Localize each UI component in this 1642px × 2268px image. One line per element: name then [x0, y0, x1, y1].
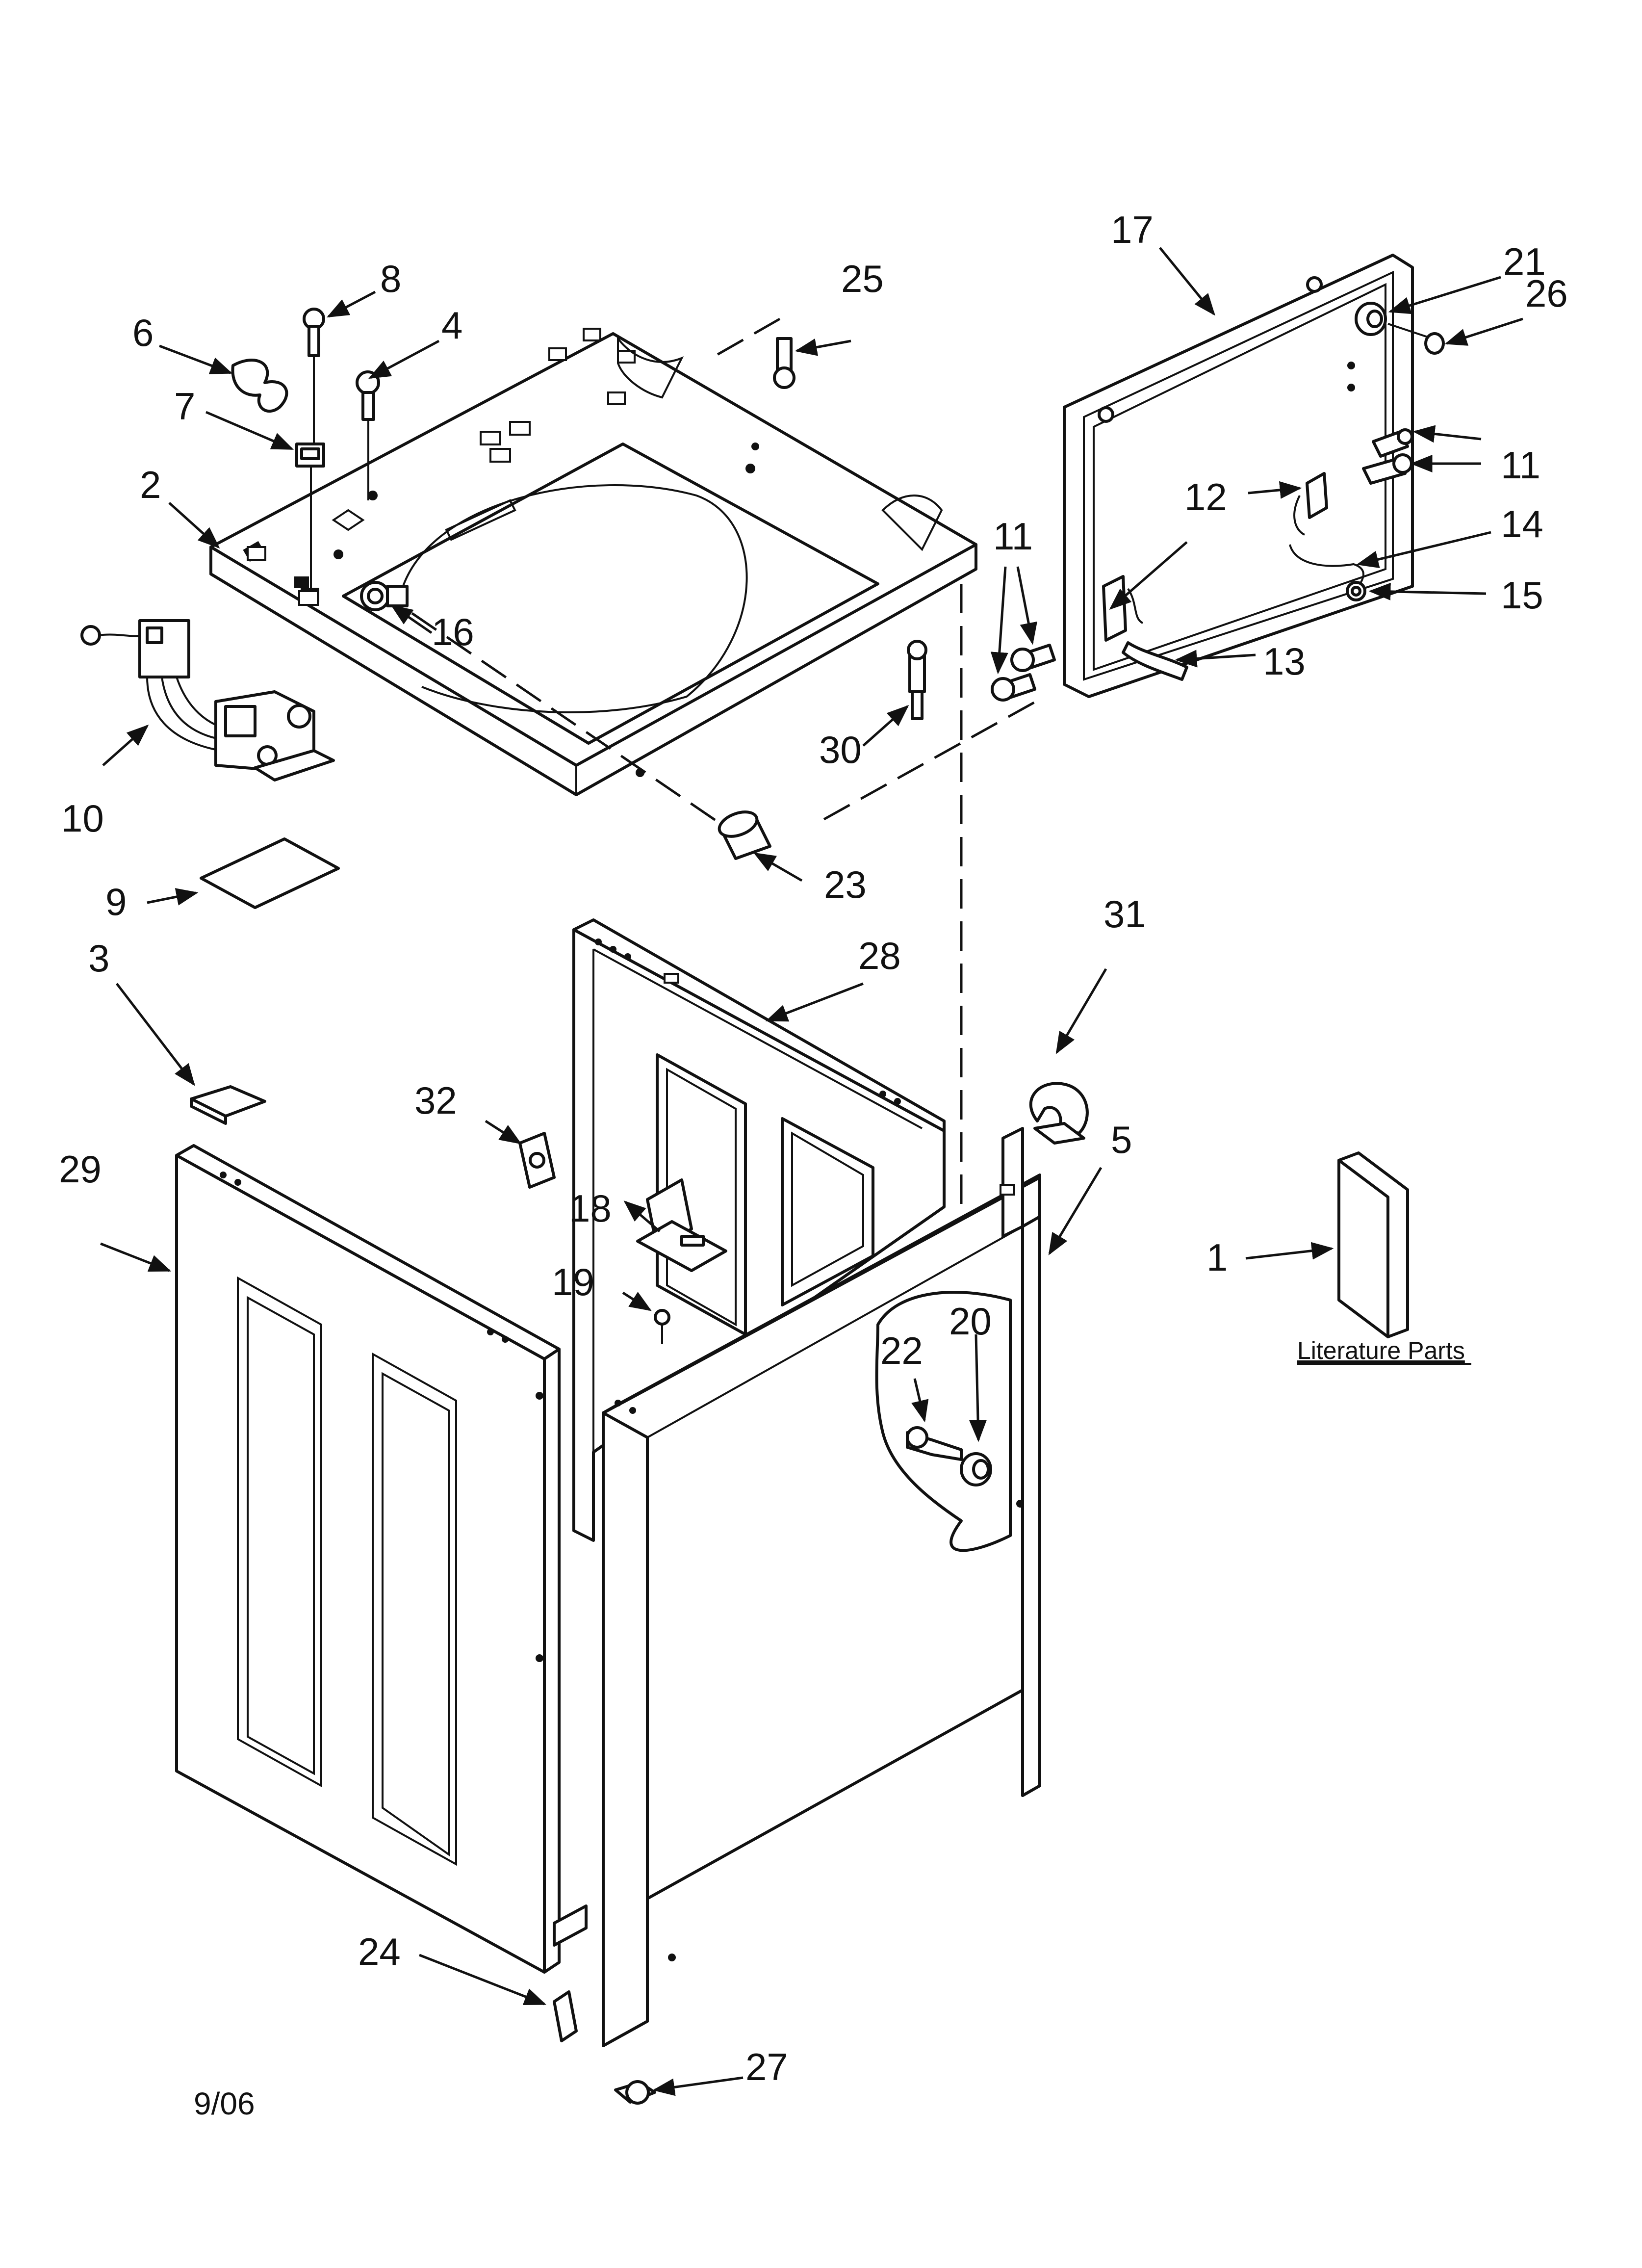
callout-22: 22 [880, 1329, 923, 1372]
alignment-lines [411, 317, 1046, 1231]
clip-32 [518, 1132, 556, 1189]
literature-parts-label: Literature Parts [1297, 1337, 1465, 1364]
washer-label-sheet [200, 837, 340, 909]
pin-30 [907, 640, 927, 720]
callout-25: 25 [841, 257, 884, 300]
ground-wire-14 [1289, 544, 1364, 587]
callout-15: 15 [1501, 574, 1543, 617]
screw-27 [614, 2080, 656, 2105]
callout-3: 3 [88, 937, 109, 980]
clip-31 [1029, 1082, 1089, 1145]
plug-23 [718, 810, 771, 860]
callout-19: 19 [552, 1260, 594, 1303]
callout-14: 14 [1501, 502, 1543, 546]
plug-26 [1387, 323, 1445, 355]
callout-24: 24 [358, 1930, 401, 1973]
callout-30: 30 [819, 728, 862, 771]
screw-25 [773, 337, 795, 389]
callout-6: 6 [132, 311, 154, 354]
date-code: 9/06 [194, 2086, 255, 2121]
callout-5: 5 [1111, 1118, 1132, 1161]
hose-fitting-16 [360, 581, 409, 611]
callout-11-left: 11 [993, 515, 1033, 558]
leader-lines [100, 247, 1523, 2096]
callout-31: 31 [1103, 892, 1146, 936]
wire-connector-15 [1346, 581, 1366, 601]
hinge-bracket [636, 1178, 727, 1272]
callout-20: 20 [949, 1300, 992, 1343]
callout-26: 26 [1525, 272, 1568, 315]
screw-19 [654, 1309, 670, 1344]
callout-12: 12 [1184, 475, 1227, 519]
callout-27: 27 [745, 2045, 788, 2088]
hinge-rod-13 [1122, 641, 1188, 681]
callout-23: 23 [824, 863, 867, 906]
callout-17: 17 [1111, 208, 1154, 251]
clip-6 [231, 359, 288, 413]
callout-1: 1 [1206, 1236, 1228, 1279]
callout-28: 28 [858, 934, 901, 977]
water-valve-assembly [80, 619, 335, 782]
screw-22 [906, 1426, 963, 1461]
callout-4: 4 [441, 304, 462, 347]
clip-24 [553, 1990, 578, 2042]
callout-18: 18 [569, 1187, 612, 1230]
callout-32: 32 [414, 1079, 457, 1122]
screws-11-right [1362, 428, 1413, 485]
top-panel [209, 328, 977, 796]
screws-11-left [991, 644, 1056, 702]
screw-8 [303, 308, 325, 589]
callout-2: 2 [140, 463, 161, 506]
callout-labels: 1 2 3 4 5 6 7 8 9 10 11 11 12 13 14 15 1… [59, 208, 1568, 2088]
front-side-panel [602, 1127, 1041, 2047]
callout-10: 10 [61, 797, 104, 840]
callout-9: 9 [105, 880, 127, 923]
left-side-panel [175, 1144, 588, 1974]
grommet-20 [960, 1452, 992, 1486]
grommet-21 [1355, 302, 1387, 336]
callout-11-right: 11 [1501, 443, 1540, 487]
callout-29: 29 [59, 1147, 102, 1191]
lid-frame [1063, 254, 1414, 698]
callout-16: 16 [432, 610, 474, 653]
nut-7 [295, 443, 325, 468]
callout-13: 13 [1263, 640, 1306, 683]
callout-8: 8 [380, 257, 401, 300]
literature-parts [1337, 1151, 1409, 1338]
callout-7: 7 [174, 385, 195, 428]
callout-21: 21 [1503, 240, 1546, 283]
